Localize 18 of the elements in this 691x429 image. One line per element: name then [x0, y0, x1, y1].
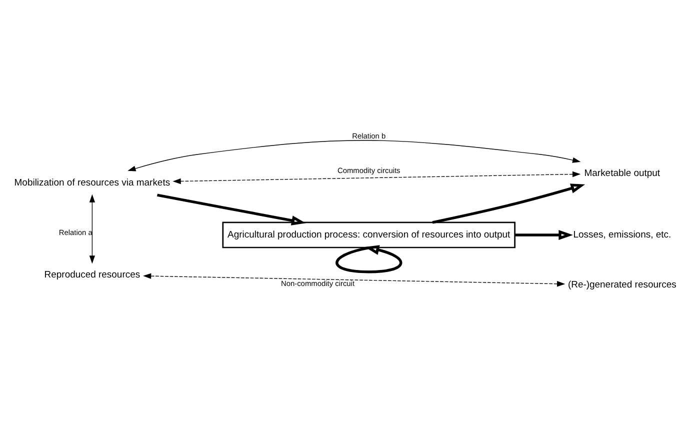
- arrow: [157, 193, 306, 225]
- arrow: [143, 272, 566, 286]
- node-box: Agricultural production process: conversion of resources into output: [222, 221, 516, 248]
- edge-label: Commodity circuits: [337, 166, 400, 175]
- arrow: [128, 140, 581, 171]
- node-text: (Re-)generated resources: [568, 279, 676, 290]
- edge-label: Relation a: [58, 227, 92, 236]
- node-text: Marketable output: [584, 167, 660, 178]
- arrow: [336, 244, 402, 273]
- arrow: [514, 230, 573, 240]
- arrow: [432, 183, 586, 224]
- arrow: [172, 170, 581, 184]
- edge-label: Relation b: [352, 131, 386, 140]
- node-text: Reproduced resources: [44, 268, 140, 280]
- edge-label: Non-commodity circuit: [280, 278, 355, 288]
- arrow: [89, 194, 96, 264]
- node-text: Mobilization of resources via markets: [14, 176, 170, 188]
- node-text: Losses, emissions, etc.: [573, 228, 672, 240]
